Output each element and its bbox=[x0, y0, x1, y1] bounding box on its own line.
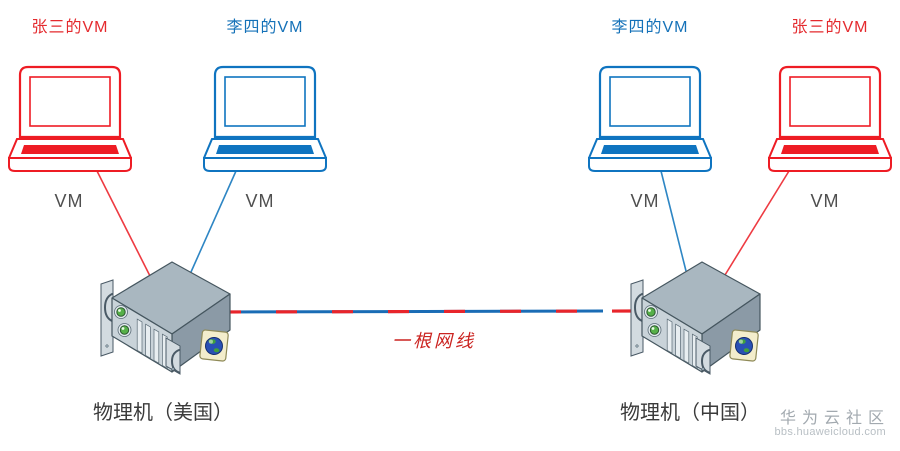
laptop-icon-vm2 bbox=[203, 65, 327, 172]
vm-tag: VM bbox=[810, 191, 840, 211]
server-icon-cn bbox=[630, 261, 761, 375]
vm-link-line-red-cn bbox=[724, 170, 790, 276]
network-cable-dashes bbox=[219, 309, 633, 314]
vm-owner-label: 张三的VM bbox=[791, 19, 869, 36]
watermark-url: bbs.huaweicloud.com bbox=[774, 426, 886, 438]
cable-label: 一根网线 bbox=[392, 331, 476, 352]
vm-tag: VM bbox=[54, 191, 84, 211]
laptop-icon-vm3 bbox=[588, 65, 712, 172]
host-label-us: 物理机（美国） bbox=[93, 402, 233, 424]
server-icon-us bbox=[100, 261, 231, 375]
vm-owner-label: 张三的VM bbox=[31, 19, 109, 36]
laptop-icon-vm4 bbox=[768, 65, 892, 172]
vm-link-line-blue-us bbox=[190, 170, 237, 273]
vm-link-line-blue-cn bbox=[660, 170, 687, 272]
host-label-cn: 物理机（中国） bbox=[620, 402, 760, 424]
watermark-title: 华为云社区 bbox=[779, 410, 890, 427]
vm-owner-label: 李四的VM bbox=[611, 19, 689, 36]
vm-owner-label: 李四的VM bbox=[226, 19, 304, 36]
laptop-icon-vm1 bbox=[8, 65, 132, 172]
vm-tag: VM bbox=[630, 191, 660, 211]
vm-link-line-red-us bbox=[96, 170, 151, 277]
vm-tag: VM bbox=[245, 191, 275, 211]
